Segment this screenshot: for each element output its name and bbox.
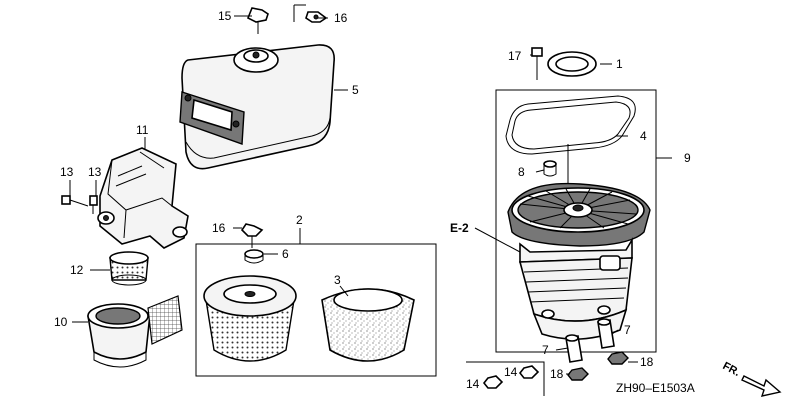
front-label: FR. bbox=[721, 360, 742, 379]
callout-16-top: 16 bbox=[334, 11, 348, 25]
callout-labels: 15 16 17 1 5 4 11 9 8 13 13 2 16 E-2 6 1… bbox=[54, 9, 691, 391]
intake-duct-illustration bbox=[97, 147, 189, 249]
front-arrow-icon bbox=[741, 375, 782, 397]
callout-18a: 18 bbox=[550, 367, 564, 381]
callout-15: 15 bbox=[218, 9, 232, 23]
callout-3: 3 bbox=[334, 273, 341, 287]
callout-4: 4 bbox=[640, 129, 647, 143]
wing-nut-16-illustration bbox=[305, 11, 328, 23]
bolt-17-illustration bbox=[531, 47, 543, 80]
nut-14a-illustration bbox=[482, 375, 504, 389]
callout-13b: 13 bbox=[88, 165, 102, 179]
gasket-illustration bbox=[505, 95, 636, 155]
screen-illustration bbox=[109, 251, 149, 286]
element-group-box bbox=[195, 243, 437, 377]
air-cleaner-case-illustration bbox=[507, 182, 651, 340]
callout-16-mid: 16 bbox=[212, 221, 226, 235]
nut-14b-illustration bbox=[518, 365, 540, 379]
nut-18a-illustration bbox=[567, 367, 589, 381]
callout-7a: 7 bbox=[542, 343, 549, 357]
callout-2: 2 bbox=[296, 213, 303, 227]
wing-nut-16b-illustration bbox=[240, 223, 264, 248]
callout-12: 12 bbox=[70, 263, 84, 277]
callout-11: 11 bbox=[136, 123, 149, 137]
paper-element-illustration bbox=[203, 275, 297, 362]
callout-10: 10 bbox=[54, 315, 68, 329]
pre-cleaner-illustration bbox=[87, 295, 183, 368]
foam-element-illustration bbox=[321, 288, 415, 362]
air-cleaner-cover-illustration bbox=[179, 44, 335, 170]
drawing-code: ZH90–E1503A bbox=[616, 381, 695, 395]
collar-6-illustration bbox=[244, 249, 264, 264]
callout-14b: 14 bbox=[504, 365, 518, 379]
callout-18b: 18 bbox=[640, 355, 654, 369]
callout-5: 5 bbox=[352, 83, 359, 97]
callout-13a: 13 bbox=[60, 165, 74, 179]
wing-bolt-15-illustration bbox=[246, 7, 269, 34]
nut-18b-illustration bbox=[607, 351, 629, 365]
seal-ring-illustration bbox=[547, 51, 597, 77]
callout-6: 6 bbox=[282, 247, 289, 261]
collar-8-illustration bbox=[543, 160, 557, 177]
callout-7b: 7 bbox=[624, 323, 631, 337]
leader-lines bbox=[69, 15, 672, 375]
bolt-13a-illustration bbox=[61, 195, 89, 207]
front-direction-indicator: FR. bbox=[721, 360, 782, 397]
pin-7a-illustration bbox=[565, 334, 583, 363]
callout-1: 1 bbox=[616, 57, 623, 71]
callout-e2: E-2 bbox=[450, 221, 469, 235]
callout-17: 17 bbox=[508, 49, 522, 63]
bolt-13b-illustration bbox=[89, 195, 98, 214]
pin-7b-illustration bbox=[597, 318, 615, 349]
callout-9: 9 bbox=[684, 151, 691, 165]
callout-8: 8 bbox=[518, 165, 525, 179]
callout-14a: 14 bbox=[466, 377, 480, 391]
case-group-box bbox=[495, 89, 657, 353]
